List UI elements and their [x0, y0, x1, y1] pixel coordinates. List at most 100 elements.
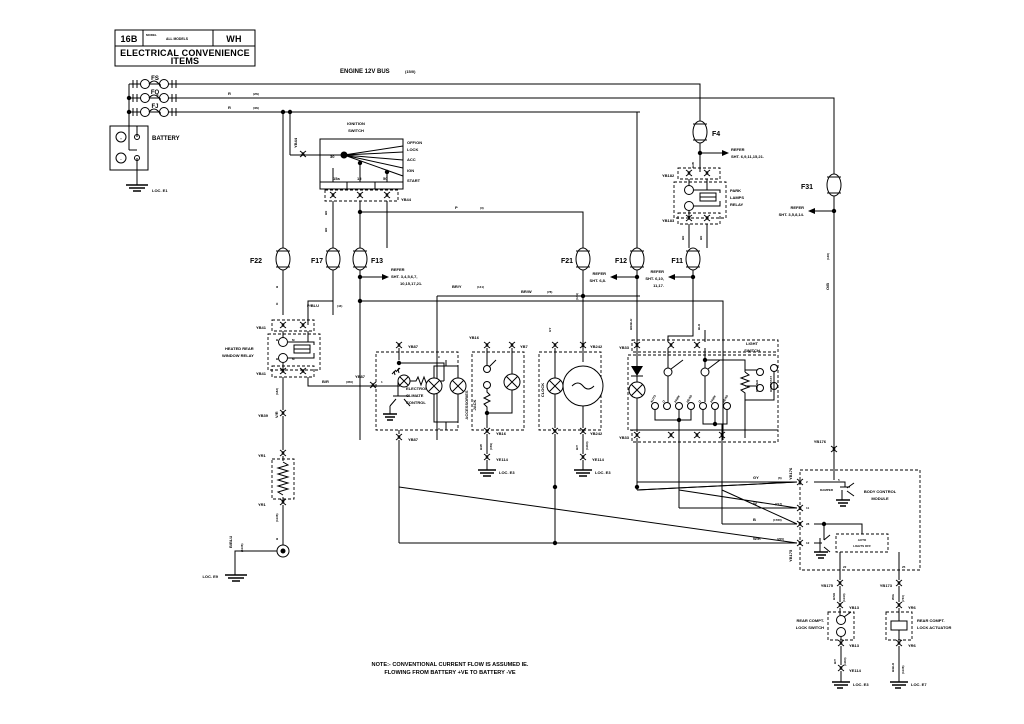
light-switch-pos-o-1: O	[661, 399, 666, 404]
ground-label-e3-b: LOC. E3	[595, 470, 611, 475]
note-line-2: FLOWING FROM BATTERY +VE TO BATTERY -VE	[384, 670, 516, 676]
ground-label-e1: LOC. E1	[152, 188, 168, 193]
connector-label-yb175-left: YB175	[788, 549, 793, 562]
connector-label-yb16-top: YB16	[469, 335, 480, 340]
battery-positive-symbol: +	[120, 137, 122, 141]
connector-label-yb33-bottom: YB33	[619, 435, 630, 440]
refer-f11: REFER SHT. 6,10, 11,17.	[645, 269, 696, 288]
wire-label-gy-clock: GY	[548, 328, 552, 332]
connector-label-yb183: YB183	[662, 218, 675, 223]
sheet-number: 16B	[120, 34, 137, 44]
connector-label-yb33-top: YB33	[619, 345, 630, 350]
heated-rear-window-relay: YB41 B M B M HEATED REAR WINDOW RELAY YB…	[222, 319, 400, 410]
ground-label-e7: LOC. E7	[911, 682, 927, 687]
body-control-module: BODY CONTROL MODULE YB176 5 YB176 YB175 …	[788, 439, 921, 571]
bcm-auto-label-2: LIGHTS OFF	[853, 544, 871, 548]
refer-f4-line1: REFER	[731, 147, 745, 152]
refer-f31: REFER SHT. 3,5,8,14.	[779, 205, 837, 217]
wire-label-pblu-color: P/BLU	[307, 303, 319, 308]
fusible-link-fq-label: FQ	[151, 90, 160, 96]
wire-label-wg-c: W/G	[891, 593, 895, 600]
electronic-climate-control: YB87 YB87 1 ELECTRONIC CLIMATE CONTROL 9…	[355, 341, 467, 487]
fuse-f31-label: F31	[801, 184, 813, 191]
fuse-f21-label: F21	[561, 258, 573, 265]
light-switch-pos-auto-1: AUTO	[649, 394, 657, 404]
connector-label-yr6-bottom: YR6	[908, 643, 917, 648]
light-switch[interactable]: LIGHT SWITCH YB33 YB33 AUTO O P	[619, 339, 779, 490]
bcm-pin-2: 2	[806, 480, 808, 484]
fuse-f4-label: F4	[712, 131, 720, 138]
note-line-1: NOTE:- CONVENTIONAL CURRENT FLOW IS ASSU…	[372, 662, 529, 668]
relay-pin-m2: M	[292, 357, 295, 361]
connector-label-yb87-left: YB87	[355, 374, 366, 379]
light-switch-pos-o-2: O	[697, 399, 702, 404]
wire-label-b-f22: B	[275, 285, 279, 288]
park-lamps-relay-l2: LAMPS	[730, 195, 744, 200]
wire-label-gy-bcm-g: (6)	[778, 476, 782, 480]
wire-label-wr-bcm-g: (205)	[777, 537, 784, 541]
wire-label-br-color: B/R	[322, 379, 329, 384]
light-switch-pos-head-2: HEAD	[721, 393, 729, 403]
connector-label-ye114-b: YE114	[592, 457, 605, 462]
diagram-title-line2: ITEMS	[171, 56, 200, 66]
fusible-link-fs-label: FS	[151, 76, 159, 82]
title-block: 16B MODEL ALL MODELS WH ELECTRICAL CONVE…	[114, 29, 256, 67]
connector-label-yb44-top: YB44	[293, 137, 298, 148]
rear-lock-actuator-label-1: REAR COMPT.	[917, 618, 945, 623]
battery-negative-symbol: −	[120, 158, 122, 162]
bcm-input-wires: GY (6) W (717) B (1780) W/R (205)	[398, 475, 798, 546]
wire-label-by-clock-g: (1164)	[585, 441, 589, 450]
connector-label-yb39: YB39	[258, 413, 269, 418]
bcm-damper-label: DAMPER	[820, 488, 834, 492]
bcm-pin-5: 5	[838, 478, 840, 482]
ecc-pin-3: 3	[438, 427, 440, 431]
wire-label-bry-gauge: (141)	[477, 285, 484, 289]
refer-f13-line1: REFER	[391, 267, 405, 272]
wire-label-wr-bcm-c: W/R	[753, 536, 761, 541]
wire-label-p-gauge: (3)	[480, 206, 484, 210]
clock-label: CLOCK	[540, 383, 545, 397]
refer-f11-line2: SHT. 6,10,	[645, 276, 664, 281]
connector-label-yb7: YB7	[520, 344, 529, 349]
wire-label-r-2n-gauge: (2N)	[253, 92, 259, 96]
wire-label-r-3n-color: R	[228, 105, 231, 110]
light-switch-title-2: SWITCH	[744, 348, 760, 353]
rear-compartment-lock-switch[interactable]: YB175 B/SR (1144) YB13 REAR COMPT. LOCK …	[796, 570, 870, 689]
hrw-relay-label-1: HEATED REAR	[225, 346, 254, 351]
ignition-switch[interactable]: IGNITION SWITCH 30 OFF/ON LOCK ACC IGN S…	[287, 109, 422, 315]
refer-f31-line1: REFER	[790, 205, 804, 210]
refer-f13-line3: 10,15,17,21.	[400, 281, 422, 286]
wire-label-bbluv-c: B/BLU	[891, 663, 895, 672]
ecc-label-2: CLIMATE	[406, 393, 424, 398]
connector-label-yr1-bottom: YR1	[258, 502, 267, 507]
ignition-position-lock: LOCK	[407, 147, 418, 152]
wire-label-gw-relay: G/W	[691, 162, 695, 168]
refer-f31-line2: SHT. 3,5,8,14.	[779, 212, 804, 217]
wire-label-b-heater: B	[275, 537, 279, 540]
wire-label-vr-color: V/R	[274, 411, 279, 418]
clock: CLOCK YB242 YB242 B/Y (1164) YE114 LOC. …	[538, 328, 611, 487]
wire-label-brblu: BR/BLU	[629, 319, 633, 330]
park-lamps-relay: YB182 PARK LAMPS RELAY YB183 BR BR G/W	[662, 162, 744, 248]
refer-f4: REFER SHT. 6,9,11,15,21.	[697, 147, 764, 159]
heated-rear-window-element: YR1 YR1 (1136) B B/BLU (1136) LOC. E9	[202, 449, 295, 582]
ecc-label-1: ELECTRONIC	[406, 386, 432, 391]
wire-label-b-bcm-c: B	[753, 517, 756, 522]
wire-label-bw-acc: B/W	[479, 444, 483, 450]
wire-label-bbluv-g: (1136)	[901, 665, 905, 674]
refer-f11-line3: 11,17.	[653, 283, 664, 288]
fuse-f12: F12	[615, 112, 645, 348]
accessories-jack-label-1: ACCESSORIES	[464, 390, 469, 419]
park-lamps-relay-l3: RELAY	[730, 202, 744, 207]
bcm-pin-22: 22	[843, 565, 847, 569]
wire-pblu-run: P/BLU (44)	[307, 303, 342, 308]
feed-f11-light-switch	[667, 330, 694, 342]
wire-label-bry-color: BR/Y	[452, 284, 462, 289]
fuse-f11: F11	[671, 224, 708, 330]
wire-label-pblu-gauge: (44)	[337, 304, 342, 308]
rear-lock-switch-label-2: LOCK SWITCH	[796, 625, 824, 630]
wire-label-br-gauge: (350)	[346, 380, 353, 384]
relay-pin-b: B	[276, 338, 279, 342]
ground-label-e3-c: LOC. E3	[853, 682, 869, 687]
